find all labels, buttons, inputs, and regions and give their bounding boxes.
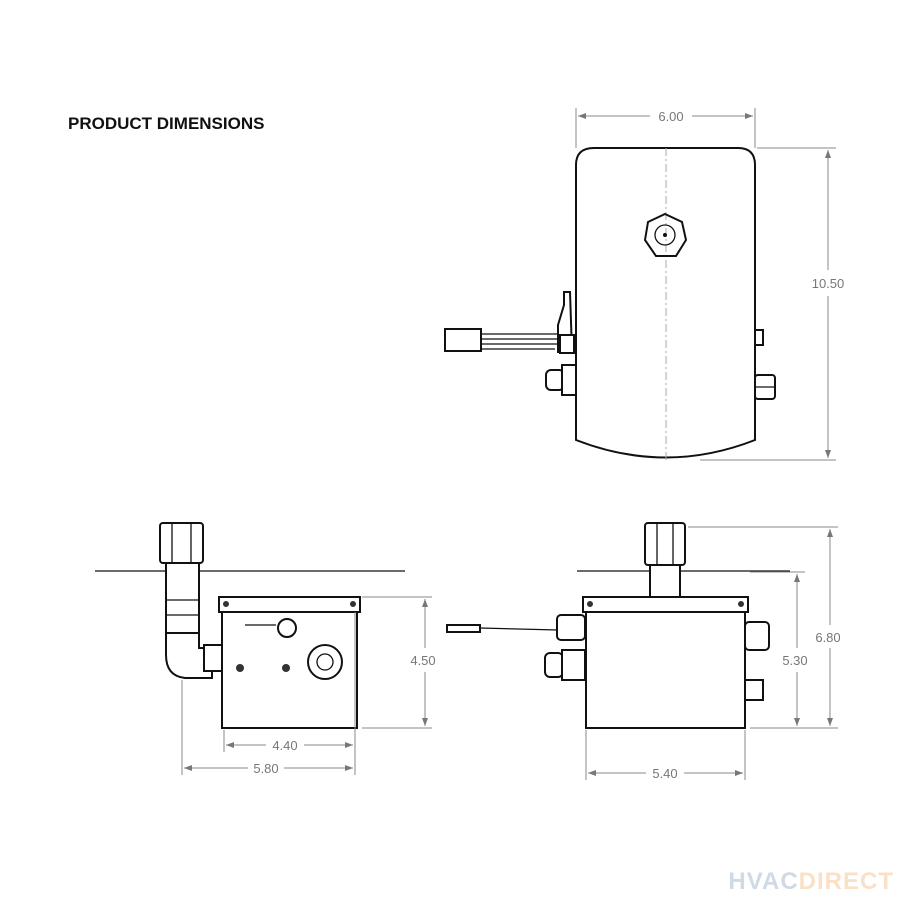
cable-gland-icon bbox=[556, 614, 586, 641]
left-fitting-icon bbox=[545, 364, 577, 396]
dim-overall-width: 5.80 bbox=[253, 761, 278, 776]
dim-top-width: 6.00 bbox=[658, 109, 683, 124]
dim-body-height: 5.30 bbox=[782, 653, 807, 668]
front-view: 5.40 5.30 6.80 bbox=[446, 522, 841, 781]
side-view: 4.50 4.40 5.80 bbox=[95, 522, 436, 776]
left-fitting-icon bbox=[544, 652, 564, 678]
page-title: PRODUCT DIMENSIONS bbox=[68, 114, 265, 133]
small-knob-icon bbox=[277, 618, 297, 638]
top-nut-icon bbox=[643, 212, 688, 257]
temperature-probe-icon bbox=[446, 624, 559, 633]
hvacdirect-watermark: HVACDIRECT bbox=[728, 868, 894, 895]
dim-front-width: 5.40 bbox=[652, 766, 677, 781]
side-tab-icon bbox=[744, 679, 764, 701]
dim-overall-height: 6.80 bbox=[815, 630, 840, 645]
vertical-fitting-icon bbox=[159, 522, 223, 679]
dim-top-height: 10.50 bbox=[812, 276, 845, 291]
cable-gland-icon bbox=[754, 374, 776, 400]
top-nut-icon bbox=[644, 522, 686, 566]
top-view: 6.00 10.50 bbox=[444, 108, 845, 462]
dim-box-width: 4.40 bbox=[272, 738, 297, 753]
dim-side-height: 4.50 bbox=[410, 653, 435, 668]
cable-gland-icon bbox=[744, 621, 770, 651]
side-tab-icon bbox=[754, 329, 764, 346]
port-icon bbox=[307, 644, 343, 680]
cable-connector-icon bbox=[444, 291, 575, 354]
